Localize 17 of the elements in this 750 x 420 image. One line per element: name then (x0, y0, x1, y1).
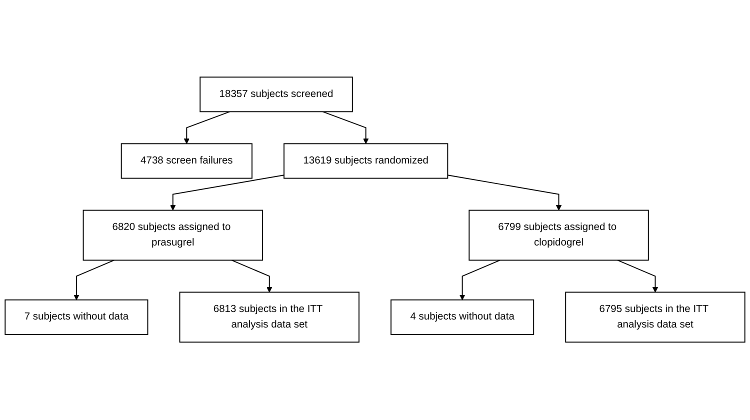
arrow (322, 112, 369, 144)
node-box: 6820 subjects assigned to prasugrel (82, 210, 263, 262)
arrow (447, 174, 562, 211)
arrow (617, 260, 658, 293)
arrow (74, 260, 115, 300)
node-box: 6813 subjects in the ITT analysis data set (179, 292, 360, 343)
node-box: 4 subjects without data (390, 300, 534, 336)
node-box: 7 subjects without data (4, 300, 148, 336)
node-box: 6795 subjects in the ITT analysis data set (565, 292, 746, 343)
node-box: 13619 subjects randomized (284, 144, 448, 180)
arrow (184, 112, 230, 144)
arrow (231, 260, 272, 293)
arrow (460, 260, 500, 300)
node-box: 4738 screen failures (120, 144, 252, 180)
node-box: 6799 subjects assigned to clopidogrel (468, 210, 649, 262)
node-box: 18357 subjects screened (200, 77, 353, 113)
arrow (170, 174, 284, 211)
